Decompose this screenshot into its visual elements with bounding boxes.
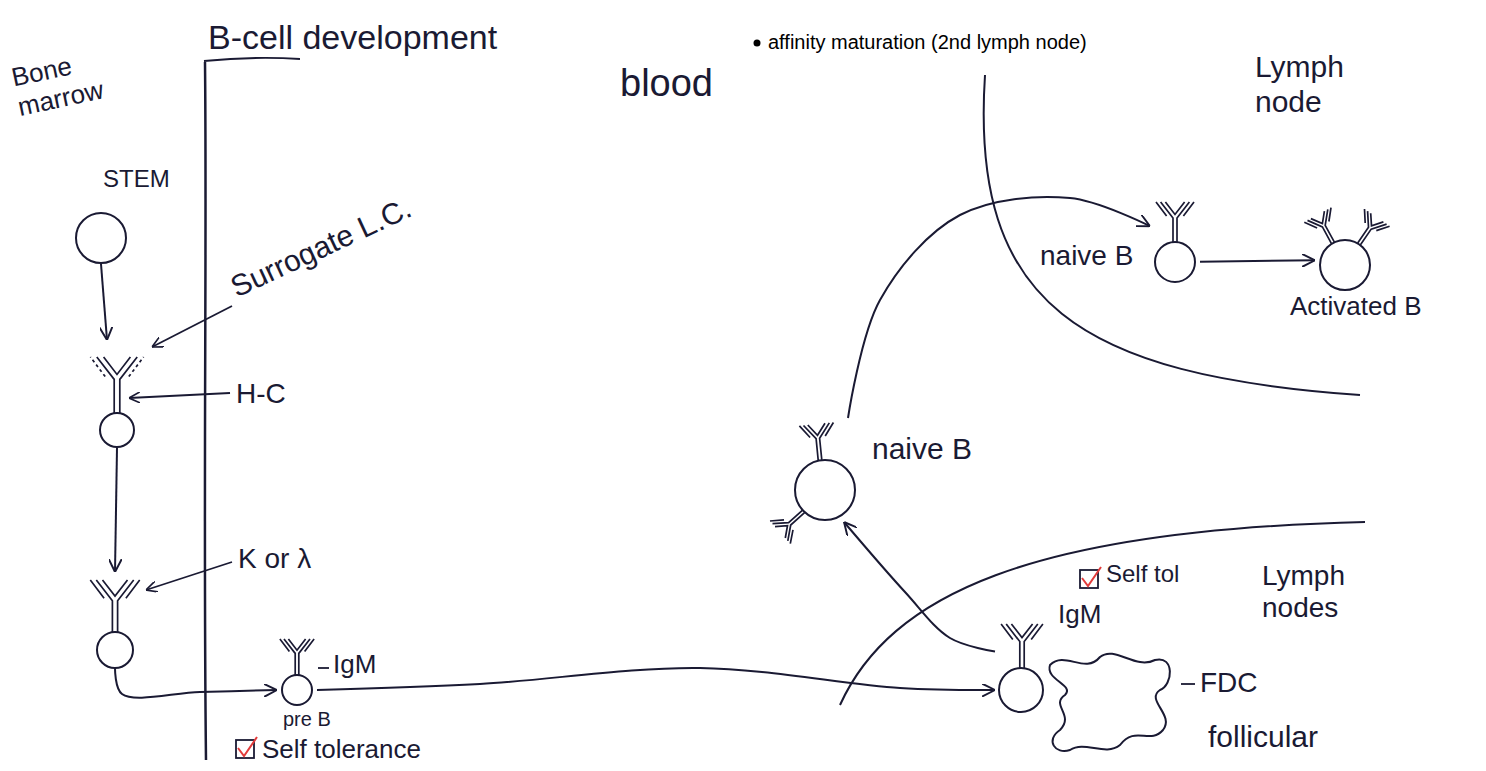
checklist-note: Self tolerance (262, 735, 421, 765)
arrow-connector (101, 264, 107, 340)
check-mark (238, 737, 257, 756)
immature-b-cell: K or λ (90, 572, 140, 668)
antibody-symbol (90, 580, 139, 632)
cell-body (1320, 240, 1370, 290)
antibody-symbol (1001, 624, 1043, 668)
fdc-outline (1045, 645, 1178, 757)
igm-b-cell: IgM (995, 618, 1047, 714)
antibody-symbol (770, 510, 805, 544)
antibody-symbol (280, 639, 314, 675)
cell-outline (1150, 195, 1200, 284)
light-chain (799, 423, 833, 438)
cell-body (100, 413, 134, 447)
antibody-symbol (1304, 208, 1334, 244)
node-label: Surrogate L.C. (225, 191, 416, 305)
light-chain (1365, 209, 1390, 231)
arrow-connector (115, 448, 117, 572)
leader-arrow (146, 562, 232, 590)
light-chain (280, 639, 314, 652)
node-label: K or λ (238, 543, 311, 575)
region-label: blood (620, 62, 713, 106)
stem-cell: STEM (75, 212, 127, 264)
node-label: Activated B (1290, 292, 1422, 322)
light-chain (90, 357, 143, 377)
region-boundary (830, 505, 1486, 771)
cell-outline (75, 212, 127, 264)
light-chain (90, 580, 139, 598)
heavy-chain (773, 510, 806, 541)
node-label: follicular (1208, 720, 1318, 755)
cell-body (1155, 242, 1195, 282)
cell-body (97, 632, 133, 668)
bullet (754, 40, 761, 47)
lymph-node-region: Lymph node naive B Activated B (960, 45, 1486, 410)
arrow-connector (1200, 260, 1315, 262)
node-label: STEM (103, 165, 170, 193)
arrow-connector (844, 522, 995, 652)
node-label: naive B (1040, 240, 1133, 272)
node-label: FDC (1200, 667, 1258, 699)
arrow-connector (115, 668, 277, 698)
node-label: H-C (236, 378, 286, 410)
region-boundary (960, 45, 1486, 410)
activated-b-cell: Activated B (1315, 205, 1375, 290)
region-label: Bone marrow (9, 41, 129, 122)
heavy-chain (804, 423, 830, 460)
boundary-line (984, 75, 1360, 395)
checklist-note: Self tol (1106, 560, 1179, 588)
title-underline (204, 58, 300, 61)
bullet-note: affinity maturation (2nd lymph node) (768, 31, 1087, 54)
pro-b-cell: Surrogate L.C.H-C (92, 340, 142, 448)
check-mark (1082, 567, 1101, 586)
leader-arrow (129, 393, 230, 398)
cell-outline (92, 340, 142, 448)
node-label: Lymph nodes (1262, 560, 1362, 624)
cell-body (999, 668, 1043, 712)
lymph-nodes-region: Lymph nodesIgMFDCfollicular (830, 505, 1486, 771)
naive-b-cell: naive B (780, 418, 860, 522)
arrow-connector (848, 197, 1150, 418)
title: B-cell development (208, 18, 497, 57)
cell-outline (277, 635, 317, 705)
arrow-connector (317, 668, 995, 690)
heavy-chain (97, 357, 137, 413)
antibody-symbol (90, 357, 143, 413)
light-chain (1304, 208, 1331, 228)
leader-arrow (152, 306, 232, 347)
heavy-chain (284, 639, 310, 675)
boundary-line (840, 522, 1365, 705)
antibody-symbol (799, 423, 833, 461)
separator-line (205, 62, 206, 760)
node-label: IgM (1058, 600, 1101, 630)
cell-outline (1315, 205, 1375, 290)
antibody-symbol (1156, 202, 1194, 242)
cell-body (282, 675, 312, 705)
node-label: Lymph node (1255, 50, 1375, 119)
naive-b-cell: naive B (1150, 195, 1200, 284)
light-chain (1156, 202, 1194, 216)
node-label: IgM (333, 650, 376, 680)
cell-outline (90, 572, 140, 668)
heavy-chain (96, 580, 133, 632)
heavy-chain (1006, 624, 1038, 668)
cell-body (76, 213, 126, 263)
leader-dash (1181, 683, 1195, 685)
leader-dash (318, 667, 329, 669)
cell-outline (995, 618, 1047, 714)
node-label: pre B (283, 708, 331, 731)
follicular-dendritic-cell: FDCfollicular (1045, 645, 1178, 757)
igm-b-cell: IgMpre B (277, 635, 317, 705)
fdc-process (1049, 654, 1169, 751)
light-chain (770, 520, 793, 544)
antibody-symbol (1358, 209, 1390, 245)
cell-body (795, 460, 855, 520)
light-chain (1001, 624, 1043, 639)
heavy-chain (1161, 202, 1190, 242)
cell-outline (780, 418, 860, 522)
node-label: naive B (872, 432, 972, 467)
